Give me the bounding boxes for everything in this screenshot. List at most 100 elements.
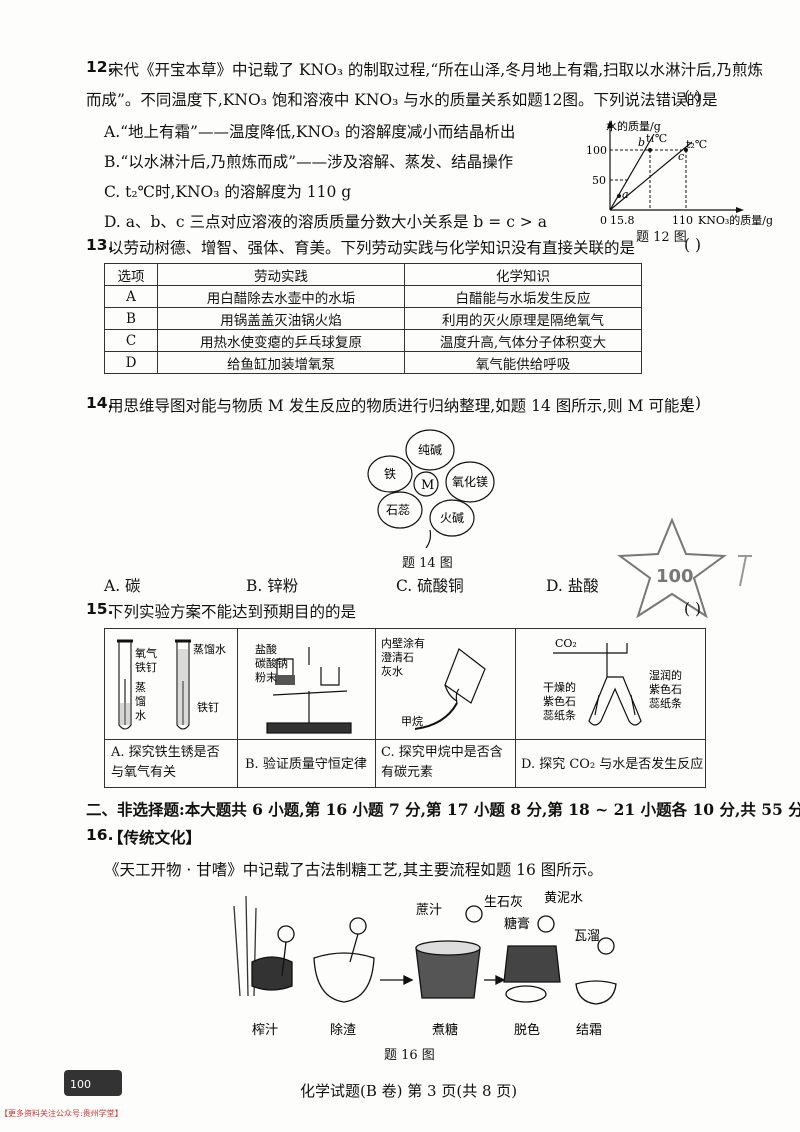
table-header-cell: 化学知识: [404, 263, 642, 286]
question-16-text: 《天工开物 · 甘嗜》中记载了古法制糖工艺,其主要流程如题 16 图所示。: [104, 861, 603, 879]
exp-b-label: 粉末: [255, 670, 277, 684]
experiment-c-caption: C. 探究甲烷中是否含 有碳元素: [381, 743, 503, 783]
clover-petal-3: 火碱: [440, 511, 464, 525]
caption-line: B. 验证质量守恒定律: [245, 757, 367, 772]
table-cell: 用热水使变瘪的乒乓球复原: [157, 329, 405, 352]
table-cell: 用锅盖盖灭油锅火焰: [157, 307, 405, 330]
table-cell: C: [104, 329, 158, 352]
question-12-option-a: A.“地上有霜”——温度降低,KNO₃ 的溶解度减小而结晶析出: [104, 123, 516, 141]
experiment-a-caption: A. 探究铁生锈是否 与氧气有关: [111, 743, 220, 783]
question-14-clover-diagram: M 纯碱 氧化镁 火碱 石蕊 铁: [367, 429, 495, 548]
question-14-option-d: D. 盐酸: [546, 577, 599, 595]
graph-y-100: 100: [586, 144, 607, 157]
table-row: C 用热水使变瘪的乒乓球复原 温度升高,气体分子体积变大: [104, 329, 642, 352]
caption-line: A. 探究铁生锈是否: [111, 745, 220, 760]
experiment-cell-a: 氧气 铁钉 蒸 馏 水 蒸馏水 铁钉 A. 探究铁生锈是否 与氧气有关: [105, 629, 238, 787]
question-12-option-b: B.“以水淋汁后,乃煎炼而成”——涉及溶解、蒸发、结晶操作: [104, 153, 514, 171]
table-cell: 利用的灭火原理是隔绝氧气: [404, 307, 642, 330]
question-13-table: 选项 劳动实践 化学知识 A 用白醋除去水壶中的水垢 白醋能与水垢发生反应 B …: [104, 263, 642, 374]
graph-point-c: c: [678, 150, 684, 163]
graph-x-110: 110: [672, 214, 693, 227]
exp-a-label: 馏: [135, 694, 146, 708]
table-cell: 温度升高,气体分子体积变大: [404, 329, 642, 352]
section-2-heading: 二、非选择题:本大题共 6 小题,第 16 小题 7 分,第 17 小题 8 分…: [86, 800, 800, 819]
question-14-number: 14.: [86, 394, 114, 412]
question-12-line-2: 而成”。不同温度下,KNO₃ 饱和溶液中 KNO₃ 与水的质量关系如题12图。下…: [86, 91, 718, 109]
table-cell: 用白醋除去水壶中的水垢: [157, 285, 405, 308]
caption-line: D. 探究 CO₂ 与水是否发生反应: [521, 757, 704, 772]
process-top-label: 生石灰: [484, 895, 523, 910]
question-12-number: 12.: [86, 58, 114, 76]
question-12-figure-caption: 题 12 图: [636, 230, 687, 245]
process-step-label: 结霜: [576, 1023, 602, 1038]
caption-line: 与氧气有关: [111, 765, 177, 780]
exp-d-label: 紫色石: [649, 682, 682, 696]
graph-y-50: 50: [592, 174, 606, 187]
table-header-cell: 劳动实践: [157, 263, 405, 286]
graph-point-a: a: [622, 188, 629, 201]
question-12-line-1: 宋代《开宝本草》中记载了 KNO₃ 的制取过程,“所在山泽,冬月地上有霜,扫取以…: [108, 61, 764, 79]
question-15-experiment-table: 氧气 铁钉 蒸 馏 水 蒸馏水 铁钉 A. 探究铁生锈是否 与氧气有关 盐酸: [104, 628, 706, 788]
question-16-number: 16.: [86, 826, 114, 844]
table-row: D 给鱼缸加装增氧泵 氧气能供给呼吸: [104, 351, 642, 374]
exp-d-label: 湿润的: [649, 668, 682, 682]
exp-c-label: 澄清石: [381, 650, 414, 664]
clover-petal-1: 纯碱: [418, 443, 442, 457]
process-top-label: 瓦溜: [574, 929, 600, 944]
question-12-solubility-graph: 水的质量/g 100 50 0 15.8 110 KNO₃的质量/g b a c…: [586, 119, 772, 227]
exp-d-label: 紫色石: [543, 694, 576, 708]
question-14-text: 用思维导图对能与物质 M 发生反应的物质进行归纳整理,如题 14 图所示,则 M…: [108, 397, 695, 415]
experiment-a-tubes: 氧气 铁钉 蒸 馏 水 蒸馏水 铁钉: [117, 639, 226, 730]
exp-a-label: 铁钉: [197, 701, 219, 714]
exp-a-label: 铁钉: [135, 661, 157, 674]
process-top-label: 黄泥水: [544, 891, 583, 906]
question-16-sugar-process-figure: 蔗汁 生石灰 黄泥水 糖膏 瓦溜 榨汁 除渣 煮糖 脱色 结霜: [233, 891, 617, 1038]
table-cell: 氧气能供给呼吸: [404, 351, 642, 374]
exp-c-label: 灰水: [381, 664, 403, 678]
exp-a-label: 氧气: [135, 646, 157, 660]
question-13-text: 以劳动树德、增智、强体、育美。下列劳动实践与化学知识没有直接关联的是: [108, 239, 636, 257]
clover-center-m: M: [421, 478, 434, 493]
graph-x-label: KNO₃的质量/g: [698, 213, 772, 227]
experiment-c-beaker: 内壁涂有 澄清石 灰水 甲烷: [381, 636, 486, 730]
experiment-cell-d: CO₂ 干燥的 紫色石 蕊纸条 湿润的 紫色石 蕊纸条 D. 探究 CO₂ 与水…: [515, 629, 705, 787]
table-cell: D: [104, 351, 158, 374]
svg-text:100: 100: [70, 1078, 91, 1091]
experiment-table-divider: [105, 739, 705, 740]
exp-b-label: 盐酸: [255, 642, 277, 656]
table-row: A 用白醋除去水壶中的水垢 白醋能与水垢发生反应: [104, 285, 642, 308]
question-12-option-d: D. a、b、c 三点对应溶液的溶质质量分数大小关系是 b = c > a: [104, 213, 547, 231]
table-header-row: 选项 劳动实践 化学知识: [104, 263, 642, 286]
process-step-label: 除渣: [330, 1023, 356, 1038]
question-15-number: 15.: [86, 600, 114, 618]
question-15-answer-blank: ( ): [684, 600, 702, 618]
graph-x-15: 15.8: [610, 214, 635, 227]
table-row: B 用锅盖盖灭油锅火焰 利用的灭火原理是隔绝氧气: [104, 307, 642, 330]
graph-t2-label: t₂℃: [686, 138, 707, 151]
publisher-logo: 100: [64, 1070, 122, 1096]
exp-d-label: 干燥的: [543, 680, 576, 694]
question-16-figure-caption: 题 16 图: [384, 1048, 435, 1063]
question-12-option-c: C. t₂℃时,KNO₃ 的溶解度为 110 g: [104, 183, 352, 201]
experiment-cell-c: 内壁涂有 澄清石 灰水 甲烷 C. 探究甲烷中是否含 有碳元素: [375, 629, 516, 787]
process-top-label: 糖膏: [504, 916, 530, 932]
question-14-option-b: B. 锌粉: [246, 577, 299, 595]
svg-text:100: 100: [656, 566, 694, 587]
graph-t1-label: t₁℃: [646, 132, 667, 145]
table-header-cell: 选项: [104, 263, 158, 286]
clover-petal-2: 氧化镁: [452, 475, 488, 489]
question-13-answer-blank: ( ): [684, 236, 702, 254]
graph-y-label: 水的质量/g: [606, 119, 661, 133]
process-step-label: 榨汁: [252, 1022, 278, 1038]
question-14-figure-caption: 题 14 图: [402, 556, 453, 571]
question-14-answer-blank: ( ): [684, 394, 702, 412]
experiment-cell-b: 盐酸 碳酸钠 粉末 B. 验证质量守恒定律: [237, 629, 376, 787]
question-12-answer-blank: ( ): [684, 88, 702, 106]
exp-d-label: 蕊纸条: [649, 696, 682, 710]
graph-x-0: 0: [600, 214, 607, 227]
star-watermark: 100: [617, 517, 752, 619]
question-16-title: 【传统文化】: [108, 828, 202, 847]
question-14-option-a: A. 碳: [104, 577, 141, 595]
source-stamp: 【更多资料关注公众号:贵州学堂】: [0, 1109, 123, 1118]
caption-line: C. 探究甲烷中是否含: [381, 745, 503, 760]
